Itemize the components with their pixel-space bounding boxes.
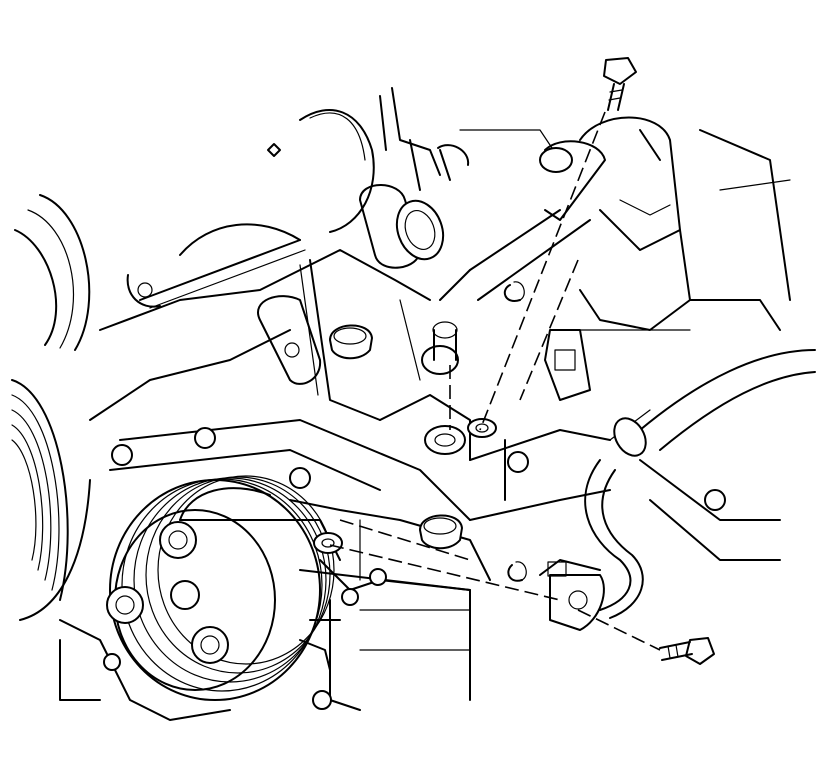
lower-hose-mounting-block [539, 559, 605, 631]
lower-sealing-washer [313, 532, 343, 554]
upper-pulley-housing [126, 87, 561, 309]
upper-bolt [603, 57, 637, 111]
upper-o-ring [503, 281, 525, 302]
lower-port-cap [419, 514, 463, 550]
ac-compressor [59, 487, 491, 721]
upper-sealing-washer [424, 418, 497, 455]
assembly-guide-lines [329, 111, 661, 651]
upper-hose-mounting-block [421, 140, 606, 375]
upper-port-cap [329, 324, 373, 360]
ac-hose-assembly [584, 349, 816, 619]
drive-belt-pulleys [11, 194, 91, 621]
lower-bolt [659, 637, 715, 665]
thermostat-housing [359, 139, 470, 269]
pressure-switch-housing [544, 116, 791, 401]
lower-o-ring [507, 561, 527, 582]
compressor-clutch-pulley [106, 475, 335, 701]
engine-block [89, 249, 611, 711]
